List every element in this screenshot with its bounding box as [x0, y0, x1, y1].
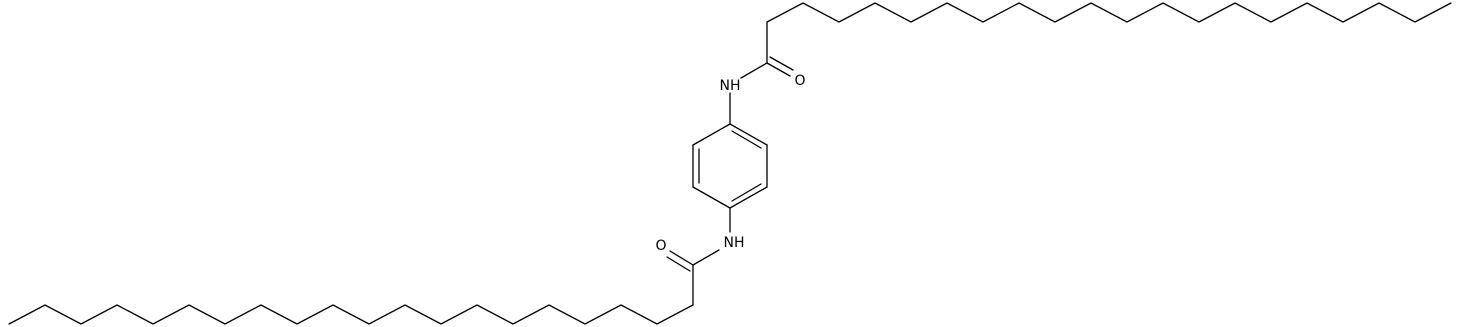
nh-label-top: NH — [720, 78, 741, 94]
nh-label-bottom: NH — [724, 235, 745, 251]
ring-bond — [692, 186, 731, 209]
carbonyl-double-bond — [669, 250, 694, 266]
bond-group — [8, 2, 1452, 325]
atom-label-group: NH O NH O — [655, 73, 805, 254]
n-carbonyl-bond — [740, 62, 768, 79]
carbonyl-double-bond — [769, 56, 794, 71]
carbonyl-double-bond — [666, 256, 691, 272]
bottom-alkyl-chain — [8, 264, 694, 325]
ring-double-bond — [731, 183, 762, 202]
carbonyl-double-bond — [766, 62, 791, 77]
oxygen-label-top: O — [794, 73, 805, 89]
n-carbonyl-bond — [692, 249, 720, 266]
oxygen-label-bottom: O — [655, 238, 666, 254]
ring-bond — [692, 123, 731, 146]
ring-double-bond — [731, 130, 762, 149]
top-alkyl-chain — [766, 2, 1452, 64]
ring-bond — [729, 186, 768, 209]
ring-bond — [729, 123, 768, 146]
